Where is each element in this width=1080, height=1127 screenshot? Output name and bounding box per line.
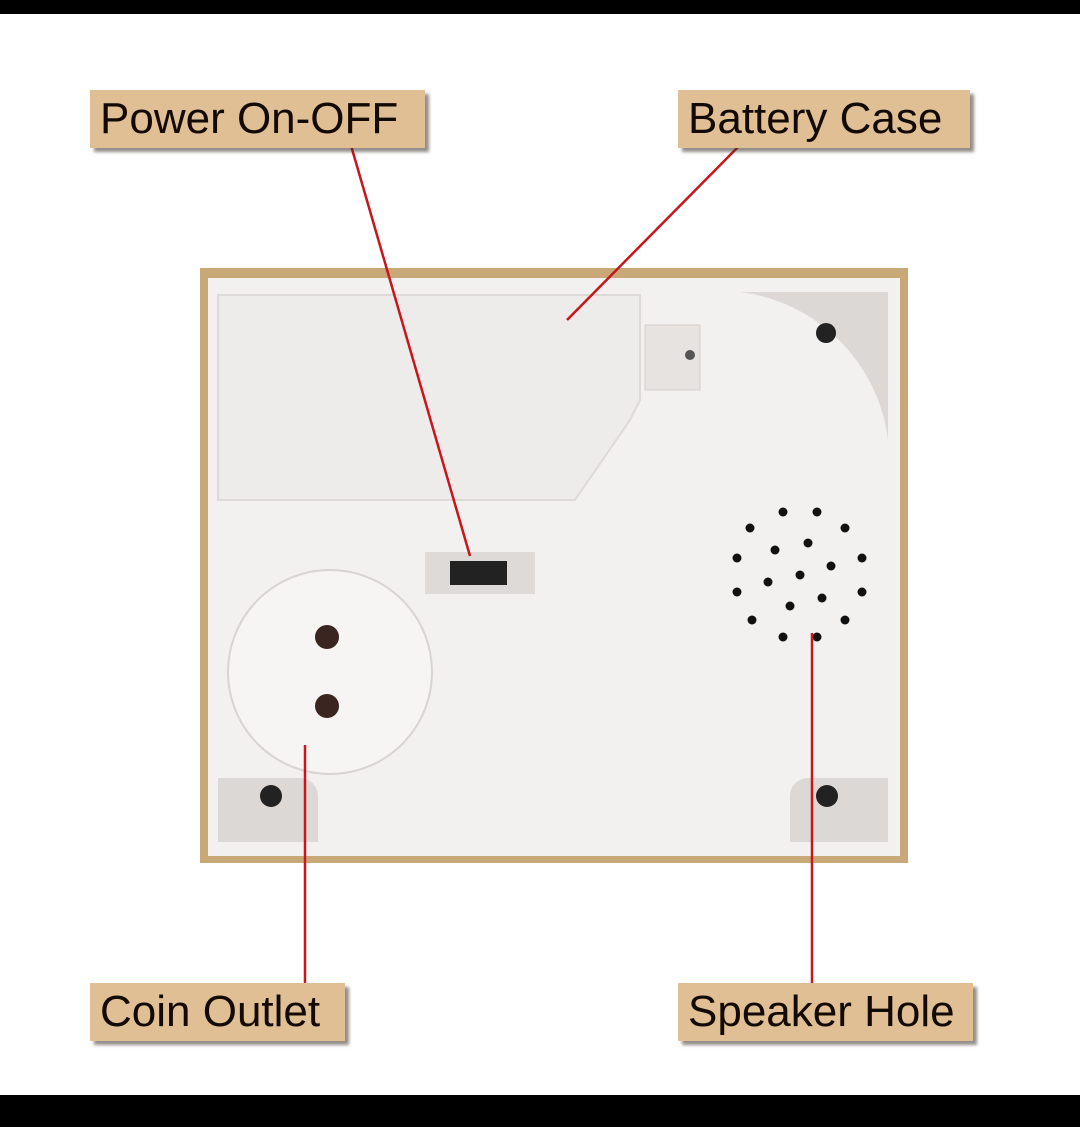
power-leader-line	[348, 141, 472, 557]
corner-recess-tr	[740, 292, 888, 440]
top-black-bar	[0, 0, 1080, 14]
battery-case-cover	[217, 294, 641, 501]
coin-outlet	[227, 569, 433, 775]
speaker-holes	[732, 507, 867, 642]
power-on-off-label: Power On-OFF	[90, 90, 425, 148]
speaker-hole-label: Speaker Hole	[678, 983, 973, 1041]
coin-outlet-label: Coin Outlet	[90, 983, 345, 1041]
battery-leader-line	[566, 144, 741, 321]
battery-case-label: Battery Case	[678, 90, 970, 148]
corner-recess-br	[790, 778, 888, 842]
bottom-black-bar	[0, 1095, 1080, 1127]
corner-recess-bl	[218, 778, 318, 842]
